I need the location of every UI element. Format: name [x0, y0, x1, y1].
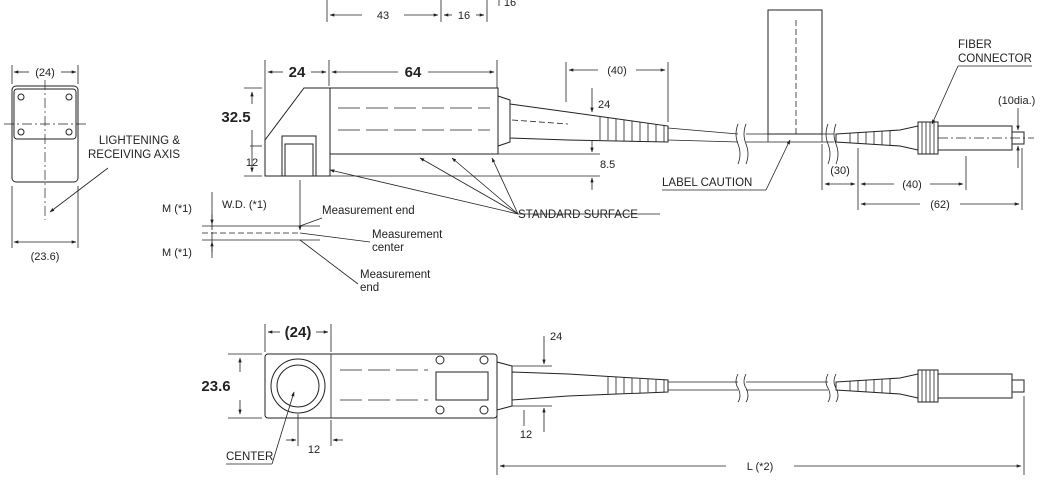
- label-center: CENTER: [226, 451, 273, 463]
- dim-bottom-12b: 12: [520, 429, 532, 441]
- dim-bottom-24: (24): [285, 324, 312, 341]
- bottom-fiber-boot: [511, 371, 669, 401]
- screw-icon: [17, 128, 25, 136]
- lens-inner: [284, 143, 314, 177]
- dim-side-8-5: 8.5: [600, 159, 615, 171]
- side-view: 24 64: [221, 9, 1034, 190]
- dim-bottom-23-6: 23.6: [201, 378, 230, 395]
- dim-m-top: M (*1): [162, 203, 192, 215]
- label-measurement-center-line2: center: [372, 242, 404, 254]
- screw-icon: [17, 93, 25, 101]
- dim-fiber-40: (40): [902, 179, 922, 191]
- lens-inner: [276, 364, 320, 408]
- fiber-boot: [509, 103, 669, 143]
- screw-icon: [479, 355, 489, 365]
- fiber-dimensions: FIBER CONNECTOR (10dia.) (30) (40) (62): [821, 39, 1035, 211]
- dim-side-40: (40): [607, 65, 627, 77]
- screw-icon: [65, 128, 73, 136]
- sensor-body: [329, 87, 499, 155]
- dim-side-24b: 24: [598, 99, 610, 111]
- dim-16-top: 16: [504, 0, 516, 9]
- screw-icon: [479, 405, 489, 415]
- bottom-connector-sleeve: [937, 373, 1013, 399]
- boot-ribs: [599, 117, 665, 142]
- bottom-connector-ribs: [849, 379, 891, 393]
- label-measurement-end-bottom-line2: end: [360, 282, 379, 294]
- label-caution-tag: [767, 9, 823, 135]
- callouts: LABEL CAUTION STANDARD SURFACE: [329, 139, 791, 221]
- dim-side-24: 24: [289, 64, 306, 81]
- label-standard-surface: STANDARD SURFACE: [518, 209, 638, 221]
- label-fiber-connector-line2: CONNECTOR: [958, 53, 1032, 65]
- connector-nut: [917, 121, 939, 155]
- dim-front-23-6: (23.6): [31, 251, 60, 263]
- bottom-connector-nut: [917, 369, 939, 403]
- label-axis-line2: RECEIVING AXIS: [88, 149, 180, 161]
- screw-icon: [65, 93, 73, 101]
- bottom-recess: [435, 371, 489, 401]
- dim-wd: W.D. (*1): [222, 199, 267, 211]
- connector-boot: [835, 125, 919, 151]
- dim-side-32-5: 32.5: [221, 109, 250, 126]
- label-axis-line1: LIGHTENING &: [99, 135, 180, 147]
- bottom-gland: [496, 361, 513, 411]
- label-measurement-center-line1: Measurement: [372, 229, 443, 241]
- label-fiber-connector-line1: FIBER: [958, 39, 992, 51]
- dim-bottom-L: L (*2): [747, 461, 774, 473]
- dim-fiber-30: (30): [830, 165, 850, 177]
- bottom-connector-ferrule: [1011, 379, 1025, 393]
- top-dimension-group: 43 16 16: [326, 0, 516, 22]
- dim-m-bottom: M (*1): [162, 247, 192, 259]
- dim-fiber-62: (62): [930, 199, 950, 211]
- label-measurement-end-bottom-line1: Measurement: [360, 269, 431, 281]
- screw-icon: [435, 405, 445, 415]
- label-label-caution: LABEL CAUTION: [662, 177, 752, 189]
- label-measurement-end-top: Measurement end: [322, 205, 415, 217]
- screw-icon: [435, 355, 445, 365]
- dim-fiber-10dia: (10dia.): [998, 95, 1035, 107]
- bottom-view: (24): [201, 324, 1025, 475]
- cable-gland: [497, 95, 511, 147]
- front-view: (24) (23.6) LIGHTENING & RECEIVING AXIS: [4, 65, 180, 263]
- dim-16: 16: [458, 10, 470, 22]
- connector-ribs: [849, 131, 891, 145]
- dim-side-12: 12: [246, 157, 258, 169]
- bottom-connector-boot: [835, 373, 919, 399]
- dim-bottom-24b: 24: [550, 331, 562, 343]
- dim-front-24: (24): [35, 67, 55, 79]
- dim-bottom-12: 12: [308, 444, 320, 456]
- bottom-boot-ribs: [607, 377, 665, 394]
- dim-side-64: 64: [405, 64, 422, 81]
- dim-43: 43: [377, 10, 389, 22]
- measurement-range: M (*1) M (*1) W.D. (*1) Measurement end …: [162, 180, 443, 294]
